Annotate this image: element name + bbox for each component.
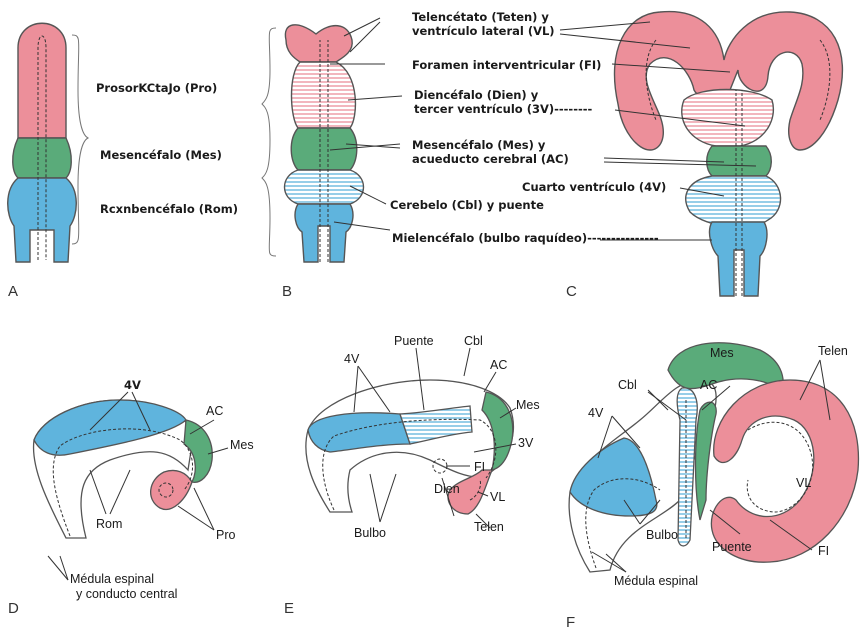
label-e-dien: Dien xyxy=(434,482,460,496)
label-cerebelo: Cerebelo (Cbl) y puente xyxy=(390,198,544,212)
label-telencefalo-line1: Telencétato (Teten) y xyxy=(412,10,549,24)
label-f-mes: Mes xyxy=(710,346,734,360)
label-e-3v: 3V xyxy=(518,436,533,450)
panel-letter-a: A xyxy=(8,283,18,300)
label-f-telen: Telen xyxy=(818,344,848,358)
label-telencefalo-line2: ventrículo lateral (VL) xyxy=(412,24,555,38)
label-diencefalo-line2: tercer ventrículo (3V)-------- xyxy=(414,102,592,116)
label-f-fi: FI xyxy=(818,544,829,558)
label-e-telen: Telen xyxy=(474,520,504,534)
label-mielencefalo: Mielencéfalo (bulbo raquídeo)-----------… xyxy=(392,231,659,245)
label-e-mes: Mes xyxy=(516,398,540,412)
label-mesencefalo-a: Mesencéfalo (Mes) xyxy=(100,148,222,162)
label-e-4v: 4V xyxy=(344,352,359,366)
label-e-ac: AC xyxy=(490,358,507,372)
brace-b xyxy=(262,28,276,256)
label-d-rom: Rom xyxy=(96,517,122,531)
stage-d-tube xyxy=(34,400,213,538)
label-e-vl: VL xyxy=(490,490,505,504)
label-mesencefalo-line1: Mesencéfalo (Mes) y xyxy=(412,138,545,152)
panel-letter-c: C xyxy=(566,283,577,300)
label-cuarto-ventriculo: Cuarto ventrículo (4V) xyxy=(522,180,666,194)
stage-b-tube xyxy=(285,25,364,262)
label-d-mes: Mes xyxy=(230,438,254,452)
label-e-cbl: Cbl xyxy=(464,334,483,348)
label-prosencefalo: ProsorKCtaJo (Pro) xyxy=(96,81,217,95)
label-d-medula-line2: y conducto central xyxy=(76,587,177,601)
label-rombencefalo: Rcxnbencéfalo (Rom) xyxy=(100,202,238,216)
label-e-bulbo: Bulbo xyxy=(354,526,386,540)
panel-letter-f: F xyxy=(566,614,575,631)
label-foramen: Foramen interventricular (FI) xyxy=(412,58,601,72)
label-d-4v: 4V xyxy=(124,378,141,392)
label-f-medula: Médula espinal xyxy=(614,574,698,588)
panel-letter-e: E xyxy=(284,600,294,617)
label-d-medula-line1: Médula espinal xyxy=(70,572,154,586)
label-f-puente: Puente xyxy=(712,540,752,554)
label-f-ac: AC xyxy=(700,378,717,392)
label-d-ac: AC xyxy=(206,404,223,418)
label-e-fi: FI xyxy=(474,460,485,474)
label-f-vl: VL xyxy=(796,476,811,490)
label-f-4v: 4V xyxy=(588,406,603,420)
panel-letter-d: D xyxy=(8,600,19,617)
label-diencefalo-line1: Diencéfalo (Dien) y xyxy=(414,88,538,102)
label-f-bulbo: Bulbo xyxy=(646,528,678,542)
label-f-cbl: Cbl xyxy=(618,378,637,392)
label-d-pro: Pro xyxy=(216,528,235,542)
stage-a-tube xyxy=(8,23,77,262)
label-mesencefalo-line2: acueducto cerebral (AC) xyxy=(412,152,569,166)
panel-letter-b: B xyxy=(282,283,292,300)
label-e-puente: Puente xyxy=(394,334,434,348)
